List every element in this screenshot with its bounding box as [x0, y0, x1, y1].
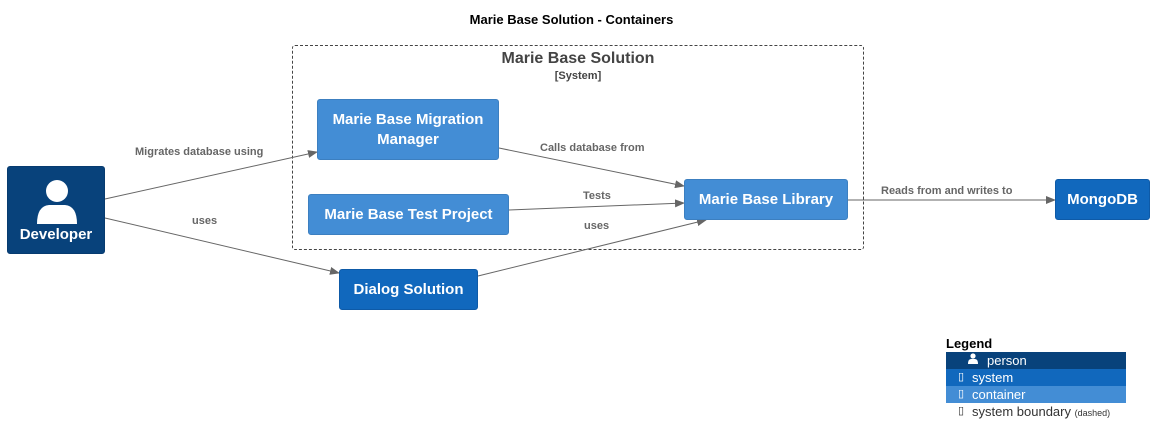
edge-dialog-to-library — [477, 218, 707, 277]
edge-dev-to-dialog — [104, 217, 340, 275]
library-container[interactable]: Marie Base Library — [684, 179, 848, 220]
legend-container: ▯ container — [946, 386, 1126, 403]
legend: Legend person ▯ system ▯ container ▯ sys… — [946, 336, 1126, 420]
edge-migration-to-library — [498, 147, 685, 189]
system-icon: ▯ — [957, 371, 965, 383]
dialog-solution-label: Dialog Solution — [353, 280, 464, 298]
legend-boundary-note: (dashed) — [1074, 408, 1111, 418]
legend-system-label: system — [972, 370, 1014, 385]
legend-person: person — [946, 352, 1126, 369]
edge-dev-to-migration — [104, 150, 318, 200]
library-label: Marie Base Library — [698, 190, 834, 208]
test-project-label: Marie Base Test Project — [324, 205, 493, 223]
legend-person-label: person — [987, 353, 1027, 368]
edge-label-tests: Tests — [583, 190, 611, 202]
edge-label-uses-library: uses — [584, 220, 610, 232]
edge-label-migrates: Migrates database using — [135, 146, 264, 158]
legend-title: Legend — [946, 336, 993, 351]
diagram-title: Marie Base Solution - Containers — [469, 12, 674, 27]
edge-label-uses-dialog: uses — [192, 215, 218, 227]
dialog-solution-system[interactable]: Dialog Solution — [339, 269, 478, 310]
edge-label-calls: Calls database from — [540, 142, 645, 154]
boundary-type: [System] — [554, 70, 602, 82]
test-project-container[interactable]: Marie Base Test Project — [308, 194, 509, 235]
legend-container-label: container — [972, 387, 1026, 402]
migration-manager-label: Marie Base Migration Manager — [332, 110, 484, 148]
boundary-icon: ▯ — [957, 405, 965, 417]
person-icon — [37, 180, 77, 224]
migration-manager-container[interactable]: Marie Base Migration Manager — [317, 99, 499, 160]
edge-label-reads-writes: Reads from and writes to — [881, 185, 1013, 197]
legend-boundary: ▯ system boundary (dashed) — [946, 403, 1126, 420]
boundary-name: Marie Base Solution — [501, 50, 655, 67]
legend-boundary-label: system boundary — [972, 404, 1071, 419]
mongodb-label: MongoDB — [1067, 190, 1138, 208]
person-icon — [966, 352, 980, 369]
edge-test-to-library — [508, 199, 685, 211]
mongodb-system[interactable]: MongoDB — [1055, 179, 1150, 220]
developer-label: Developer — [19, 226, 93, 243]
developer-person[interactable]: Developer — [7, 166, 105, 254]
container-icon: ▯ — [957, 388, 965, 400]
system-boundary: Marie Base Solution [System] — [292, 45, 864, 250]
legend-system: ▯ system — [946, 369, 1126, 386]
